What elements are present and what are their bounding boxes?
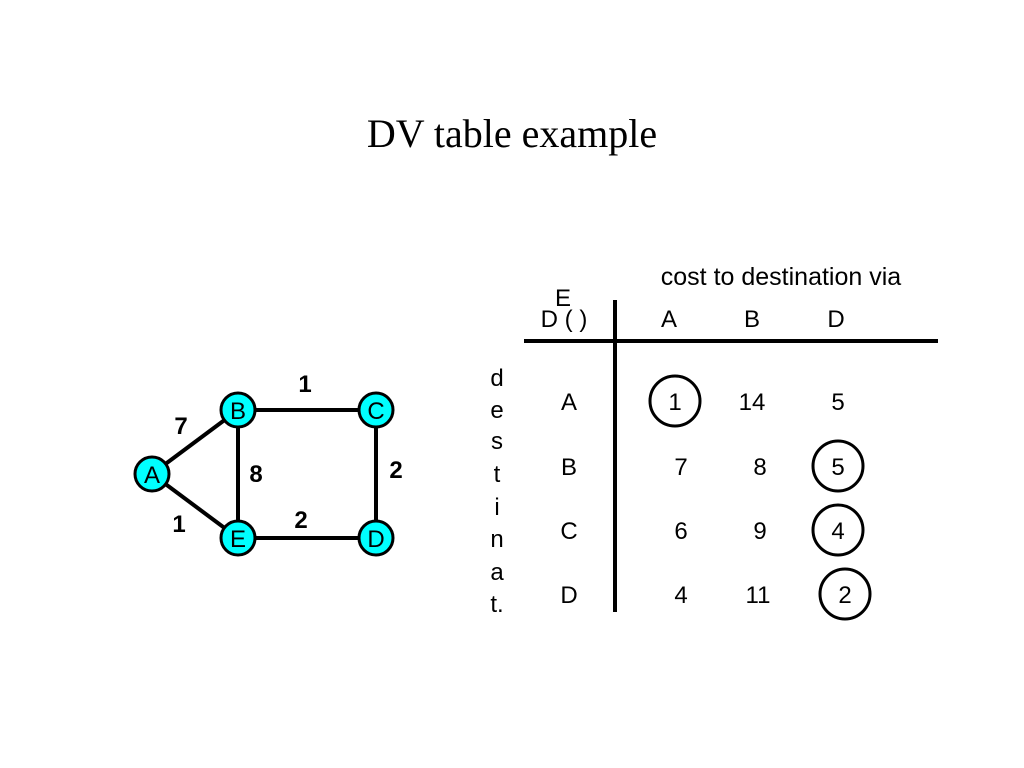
- cost-cell: 2: [838, 582, 851, 609]
- side-label-letter: d: [490, 365, 503, 392]
- side-label-letter: n: [490, 526, 503, 553]
- node-e: E: [219, 519, 257, 557]
- table-header: cost to destination via: [661, 263, 902, 291]
- edge-cost-a-e: 1: [172, 511, 185, 538]
- side-label-letter: t.: [490, 591, 503, 618]
- edge-cost-a-b: 7: [174, 413, 187, 440]
- side-label-letter: s: [491, 428, 503, 455]
- edge-cost-e-d: 2: [294, 507, 307, 534]
- edge-cost-b-c: 1: [298, 371, 311, 398]
- cost-cell: 4: [831, 518, 844, 545]
- cost-cell: 14: [739, 389, 766, 416]
- cost-cell: 5: [831, 389, 844, 416]
- node-c-label: C: [367, 398, 384, 425]
- side-label-letter: t: [494, 461, 501, 488]
- edge-cost-b-e: 8: [249, 461, 262, 488]
- cost-cell: 1: [668, 389, 681, 416]
- node-b: B: [219, 391, 257, 429]
- min-cost-circle: [648, 374, 702, 428]
- row-destination-label: B: [561, 454, 577, 481]
- dv-table: cost to destination via E D ( ) A B D d …: [490, 263, 938, 621]
- via-header-a: A: [661, 306, 677, 333]
- cost-cell: 6: [674, 518, 687, 545]
- node-d-label: D: [367, 526, 384, 553]
- side-label-letter: a: [490, 559, 504, 586]
- edge-cost-c-d: 2: [389, 457, 402, 484]
- corner-label: D ( ): [541, 306, 588, 333]
- node-e-label: E: [230, 526, 246, 553]
- row-destination-label: A: [561, 389, 577, 416]
- row-destination-label: D: [560, 582, 577, 609]
- cost-cell: 5: [831, 454, 844, 481]
- cost-cell: 8: [753, 454, 766, 481]
- min-cost-circle: [818, 567, 872, 621]
- corner-superscript: E: [555, 285, 571, 312]
- via-header-d: D: [827, 306, 844, 333]
- node-b-label: B: [230, 398, 246, 425]
- min-cost-circle: [811, 503, 865, 557]
- cost-cell: 9: [753, 518, 766, 545]
- row-destination-label: C: [560, 518, 577, 545]
- network-graph: 7 1 8 1 2 2 A B C D: [133, 371, 403, 557]
- cost-cell: 4: [674, 582, 687, 609]
- min-cost-circle: [811, 439, 865, 493]
- side-label-letter: i: [494, 494, 499, 521]
- slide-title: DV table example: [366, 111, 658, 156]
- node-d: D: [357, 519, 395, 557]
- node-a-label: A: [144, 462, 160, 489]
- node-a: A: [133, 455, 171, 493]
- via-header-b: B: [744, 306, 760, 333]
- cost-cell: 7: [674, 454, 687, 481]
- cost-cell: 11: [746, 582, 771, 609]
- node-c: C: [357, 391, 395, 429]
- side-label-letter: e: [490, 397, 503, 424]
